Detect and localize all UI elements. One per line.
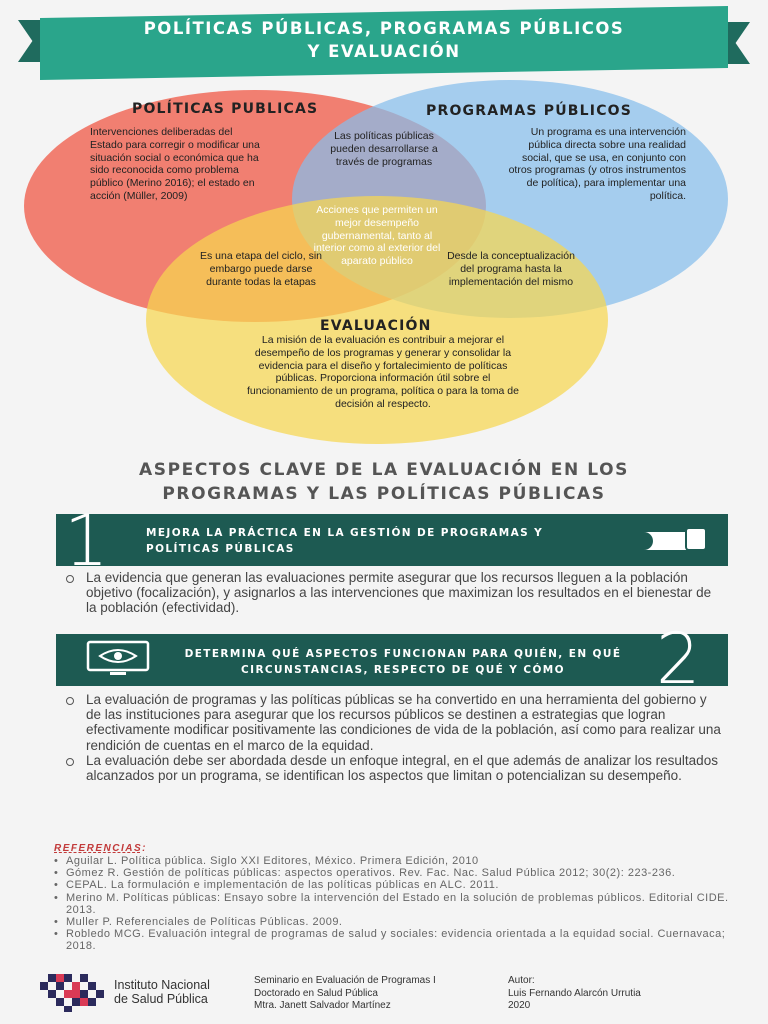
key-aspect-1-band — [56, 514, 728, 566]
list-item: La evidencia que generan las evaluacione… — [62, 570, 722, 616]
seminar-line3: Mtra. Janett Salvador Martínez — [254, 1000, 391, 1011]
overlap-center: Acciones que permiten un mejor desempeño… — [313, 204, 441, 268]
institution-line1: Instituto Nacional — [114, 978, 210, 992]
list-item: La evaluación de programas y las polític… — [62, 692, 722, 753]
key-aspect-2-number: 2 — [656, 618, 701, 700]
programas-text: Un programa es una intervención pública … — [508, 126, 686, 202]
key-aspect-2-heading-line2: circunstancias, respecto de qué y cómo — [241, 664, 565, 676]
key-aspect-1-heading: Mejora la práctica en la gestión de prog… — [146, 525, 543, 557]
institution-line2: de Salud Pública — [114, 992, 208, 1006]
author-name: Luis Fernando Alarcón Urrutia — [508, 987, 641, 999]
key-aspect-1-number: 1 — [64, 500, 109, 582]
institution-name: Instituto Nacional de Salud Pública — [114, 978, 210, 1006]
programas-title: Programas Públicos — [426, 103, 633, 119]
key-aspect-1-heading-line1: Mejora la práctica en la gestión de prog… — [146, 527, 544, 539]
overlap-politicas-programas: Las políticas públicas pueden desarrolla… — [330, 130, 438, 168]
author-year: 2020 — [508, 1000, 531, 1011]
evaluacion-text: La misión de la evaluación es contribuir… — [246, 334, 519, 410]
key-aspect-2-heading-line1: Determina qué aspectos funcionan para qu… — [184, 648, 622, 660]
reference-item: Aguilar L. Política pública. Siglo XXI E… — [54, 855, 734, 867]
key-aspect-2-list: La evaluación de programas y las polític… — [62, 692, 722, 783]
key-aspect-2-band — [56, 634, 728, 686]
references-list: Aguilar L. Política pública. Siglo XXI E… — [54, 855, 734, 953]
reference-item: Muller P. Referenciales de Políticas Púb… — [54, 916, 734, 928]
references-heading: Referencias: — [54, 843, 148, 854]
seminar-line2: Doctorado en Salud Pública — [254, 987, 378, 999]
section-title-line2: programas y las políticas públicas — [162, 484, 606, 504]
politicas-text: Intervenciones deliberadas del Estado pa… — [90, 126, 260, 202]
monitor-eye-icon — [86, 640, 150, 675]
overlap-programas-evaluacion: Desde la conceptualización del programa … — [447, 250, 575, 288]
section-title-line1: Aspectos clave de la evaluación en los — [138, 460, 630, 480]
venn-diagram: Políticas Publicas Intervenciones delibe… — [0, 0, 768, 450]
politicas-title: Políticas Publicas — [132, 101, 319, 117]
reference-item: CEPAL. La formulación e implementación d… — [54, 879, 734, 891]
page-title-line2: y Evaluación — [307, 42, 461, 61]
key-aspect-1-heading-line2: políticas públicas — [146, 543, 295, 555]
reference-item: Merino M. Políticas públicas: Ensayo sob… — [54, 892, 734, 916]
author-label: Autor: — [508, 975, 535, 986]
seminar-info: Seminario en Evaluación de Programas I D… — [254, 975, 436, 1013]
ticket-icon — [644, 527, 707, 551]
evaluacion-title: Evaluación — [320, 318, 432, 334]
seminar-line1: Seminario en Evaluación de Programas I — [254, 975, 436, 986]
key-aspect-1-list: La evidencia que generan las evaluacione… — [62, 570, 722, 616]
list-item: La evaluación debe ser abordada desde un… — [62, 753, 722, 783]
section-title: Aspectos clave de la evaluación en los p… — [40, 458, 728, 506]
evaluacion-circle — [146, 196, 608, 444]
overlap-politicas-evaluacion: Es una etapa del ciclo, sin embargo pued… — [200, 250, 322, 288]
reference-item: Gómez R. Gestión de políticas públicas: … — [54, 867, 734, 879]
key-aspect-2-heading: Determina qué aspectos funcionan para qu… — [168, 646, 638, 678]
page-title-line1: Políticas Públicas, Programas Públicos — [143, 19, 625, 38]
insp-logo — [40, 974, 104, 1012]
author-info: Autor: Luis Fernando Alarcón Urrutia 202… — [508, 975, 641, 1013]
references-divider — [54, 852, 140, 853]
page-title: Políticas Públicas, Programas Públicos y… — [40, 17, 728, 63]
reference-item: Robledo MCG. Evaluación integral de prog… — [54, 928, 734, 952]
